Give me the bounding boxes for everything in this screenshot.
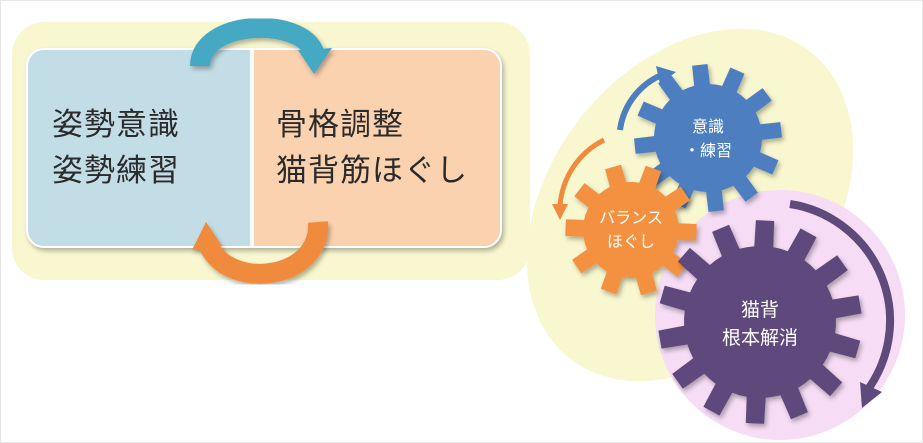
orange-gear-label-line2: ほぐし [606, 232, 655, 251]
purple-gear-label-line1: 猫背 [740, 299, 779, 321]
posture-awareness-line1: 姿勢意識 [52, 107, 180, 143]
posture-awareness-line2: 姿勢練習 [52, 153, 180, 189]
skeletal-adjustment-text: 骨格調整 猫背筋ほぐし [276, 102, 468, 194]
top-cycle-arrow [190, 17, 332, 74]
bottom-cycle-arrow [192, 221, 329, 284]
skeletal-adjustment-line1: 骨格調整 [276, 107, 404, 143]
skeletal-adjustment-box: 骨格調整 猫背筋ほぐし [252, 48, 502, 248]
orange-gear-icon [565, 164, 697, 296]
purple-gear-label-line2: 根本解消 [721, 327, 798, 349]
blue-gear-label: 意識 ・練習 [668, 115, 748, 163]
blue-gear-icon [634, 64, 782, 212]
posture-awareness-box: 姿勢意識 姿勢練習 [26, 48, 252, 248]
skeletal-adjustment-line2: 猫背筋ほぐし [276, 153, 468, 189]
blue-gear-rotation-arrow [617, 66, 676, 131]
posture-awareness-text: 姿勢意識 姿勢練習 [52, 102, 180, 194]
orange-gear-rotation-arrow [552, 137, 606, 220]
blue-gear-label-line1: 意識 [691, 117, 724, 136]
blue-gear-label-line2: ・練習 [683, 141, 732, 160]
orange-gear-label-line1: バランス [599, 208, 663, 227]
purple-gear-icon [658, 220, 862, 424]
purple-gear-label: 猫背 根本解消 [705, 296, 815, 352]
orange-gear-label: バランス ほぐし [586, 206, 676, 254]
purple-gear-rotation-arrow [789, 200, 894, 408]
